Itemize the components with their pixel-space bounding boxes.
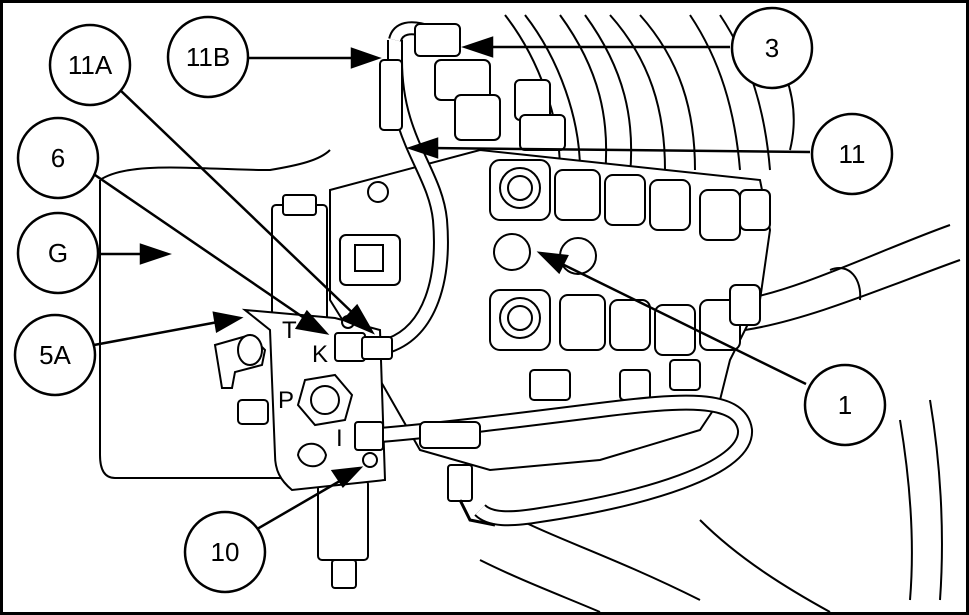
callout-5a-label: 5A (39, 340, 71, 370)
port-label-i: I (336, 425, 343, 452)
callout-11b: 11B (166, 15, 250, 99)
hose-i-port (354, 394, 753, 527)
callouts: 11A 11B 3 6 11 G 5A 1 (13, 6, 894, 594)
bracket-outline-g (99, 180, 290, 479)
callout-6: 6 (16, 116, 100, 200)
callout-6-label: 6 (51, 143, 65, 173)
leader-lines (93, 36, 811, 534)
callout-11a-label: 11A (68, 50, 113, 80)
callout-1: 1 (803, 363, 887, 447)
callout-11b-label: 11B (186, 42, 230, 72)
relief-cartridge (271, 194, 369, 589)
callout-3-label: 3 (765, 33, 779, 63)
callout-g: G (16, 211, 100, 295)
callout-3: 3 (730, 6, 814, 90)
arrow-head (350, 47, 382, 69)
callout-11a: 11A (48, 23, 132, 107)
callout-5a: 5A (13, 313, 97, 397)
port-label-t: T (282, 317, 297, 344)
callout-11: 11 (810, 112, 894, 196)
port-label-k: K (312, 341, 328, 368)
callout-g-label: G (48, 238, 68, 268)
port-label-p: P (278, 387, 294, 414)
hose-11 (379, 21, 461, 353)
callout-1-label: 1 (838, 390, 852, 420)
bracket-top-edge (99, 149, 331, 181)
callout-10-label: 10 (211, 537, 240, 567)
k-port-fitting (334, 332, 393, 362)
callout-11-label: 11 (839, 139, 866, 169)
callout-10: 10 (183, 510, 267, 594)
port-labels: T K P I (278, 317, 343, 452)
